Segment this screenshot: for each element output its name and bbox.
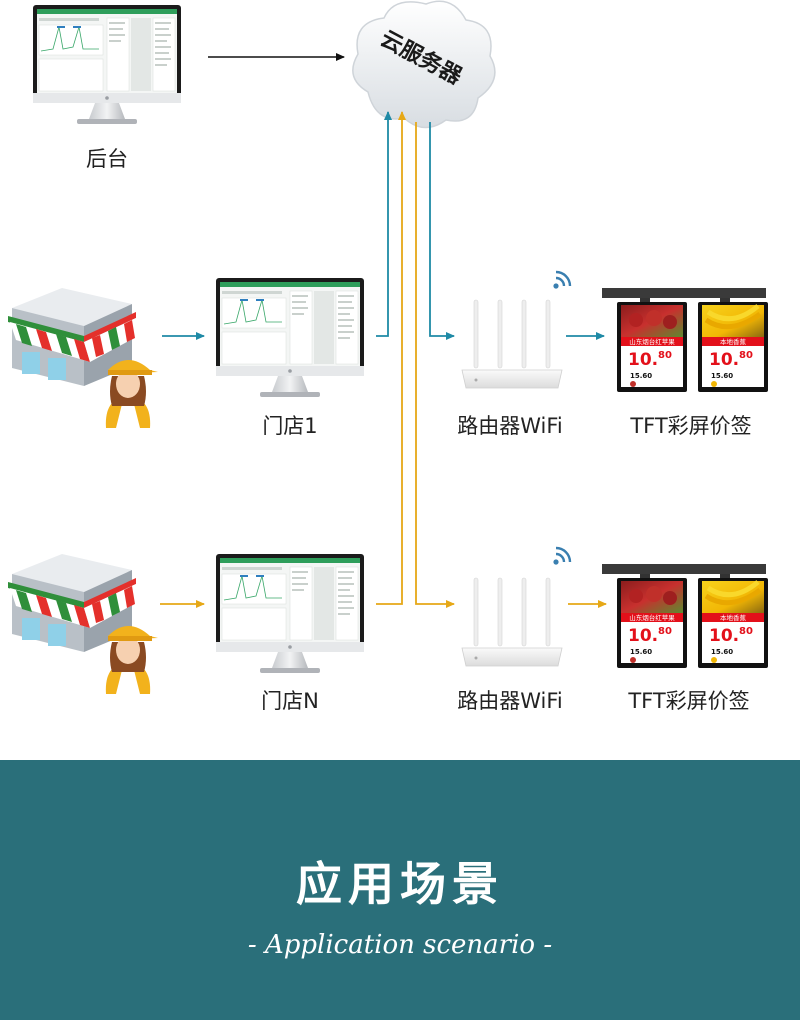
tft-price-tags-n: 山东烟台红苹果 10. 80 15.60 本地香蕉 10. 80 15.60 [602, 564, 768, 668]
apple-tag-price-dec: 80 [658, 626, 672, 637]
banana-tag-price-small: 15.60 [711, 648, 733, 656]
tft-tag-1-label: TFT彩屏价签 [606, 410, 776, 440]
tft-price-tags-1: 山东烟台红苹果 10. 80 15.60 本地香蕉 10. 80 15.60 [602, 288, 768, 392]
arrow-pcN-to-cloud [376, 112, 402, 604]
arrow-cloud-to-router1 [430, 122, 454, 336]
store-n-monitor [216, 554, 364, 673]
apple-tag-name: 山东烟台红苹果 [629, 337, 675, 346]
wifi-icon [553, 272, 570, 289]
wifi-icon [553, 548, 570, 565]
store-n-illustration [8, 554, 158, 694]
banana-tag-price-dec: 80 [739, 350, 753, 361]
apple-tag-price-int: 10. [628, 626, 658, 646]
price-tag-apple: 山东烟台红苹果 10. 80 15.60 [617, 578, 687, 668]
apple-tag-price-dec: 80 [658, 350, 672, 361]
arrow-pc1-to-cloud [376, 112, 388, 336]
banana-tag-price-int: 10. [709, 626, 739, 646]
router-n-label: 路由器WiFi [440, 685, 580, 715]
footer-subtitle: - Application scenario - [0, 930, 800, 960]
arrow-cloud-to-routerN [416, 122, 454, 604]
network-diagram: 山东烟台红苹果 10. 80 15.60 本地香蕉 10. 80 15.60 [0, 0, 800, 760]
price-tag-banana: 本地香蕉 10. 80 15.60 [698, 578, 768, 668]
store-1-label: 门店1 [240, 410, 340, 440]
price-tag-banana: 本地香蕉 10. 80 15.60 [698, 302, 768, 392]
store-1-monitor [216, 278, 364, 397]
banana-tag-name: 本地香蕉 [720, 613, 747, 622]
router-1-icon [462, 300, 562, 388]
store-1-illustration [8, 288, 158, 428]
router-1-label: 路由器WiFi [440, 410, 580, 440]
backend-label: 后台 [57, 143, 157, 173]
store-n-label: 门店N [240, 685, 340, 715]
tft-tag-n-label: TFT彩屏价签 [604, 685, 774, 715]
banana-tag-price-int: 10. [709, 350, 739, 370]
apple-tag-price-small: 15.60 [630, 372, 652, 380]
banana-tag-name: 本地香蕉 [720, 337, 747, 346]
router-n-icon [462, 578, 562, 666]
banana-tag-price-dec: 80 [739, 626, 753, 637]
footer-title: 应用场景 [0, 848, 800, 914]
apple-tag-price-small: 15.60 [630, 648, 652, 656]
backend-monitor [33, 5, 181, 124]
price-tag-apple: 山东烟台红苹果 10. 80 15.60 [617, 302, 687, 392]
banana-tag-price-small: 15.60 [711, 372, 733, 380]
apple-tag-price-int: 10. [628, 350, 658, 370]
apple-tag-name: 山东烟台红苹果 [629, 613, 675, 622]
